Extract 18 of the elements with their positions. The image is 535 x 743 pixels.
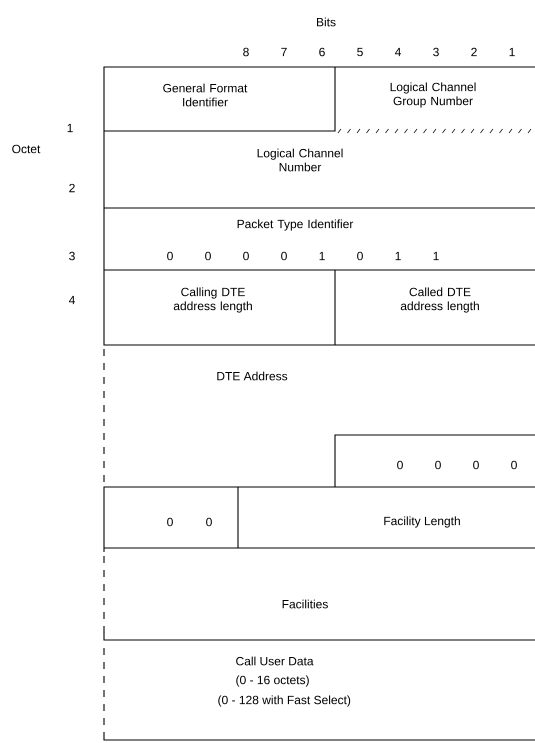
node-label: Called DTE address length	[400, 287, 479, 313]
field-box: Facility Length	[238, 486, 535, 549]
octet-number: 1	[68, 124, 73, 132]
octet-number: 2	[69, 184, 75, 192]
bit-number: 5	[357, 48, 363, 56]
octet-number: 3	[69, 252, 75, 260]
field-box: Call User Data (0 - 16 octets) (0 - 128 with Fast Select)	[103, 632, 535, 741]
field-box: 0 0 0 0	[334, 434, 535, 487]
field-box: Logical Channel Group Number	[335, 66, 535, 134]
bit-number: 6	[319, 48, 325, 56]
axis-title: Bits	[317, 18, 336, 26]
field-box: Logical Channel Number	[103, 131, 535, 209]
field-box: General Format Identifier	[103, 66, 336, 132]
field-box: Packet Type Identifier 0 0 0 0 1 0 1 1	[103, 208, 535, 271]
axis-title: Octet	[12, 144, 40, 154]
field-box: Calling DTE address length	[103, 270, 336, 346]
octet-number: 4	[68, 296, 75, 304]
field-box: 0 0	[103, 486, 239, 549]
